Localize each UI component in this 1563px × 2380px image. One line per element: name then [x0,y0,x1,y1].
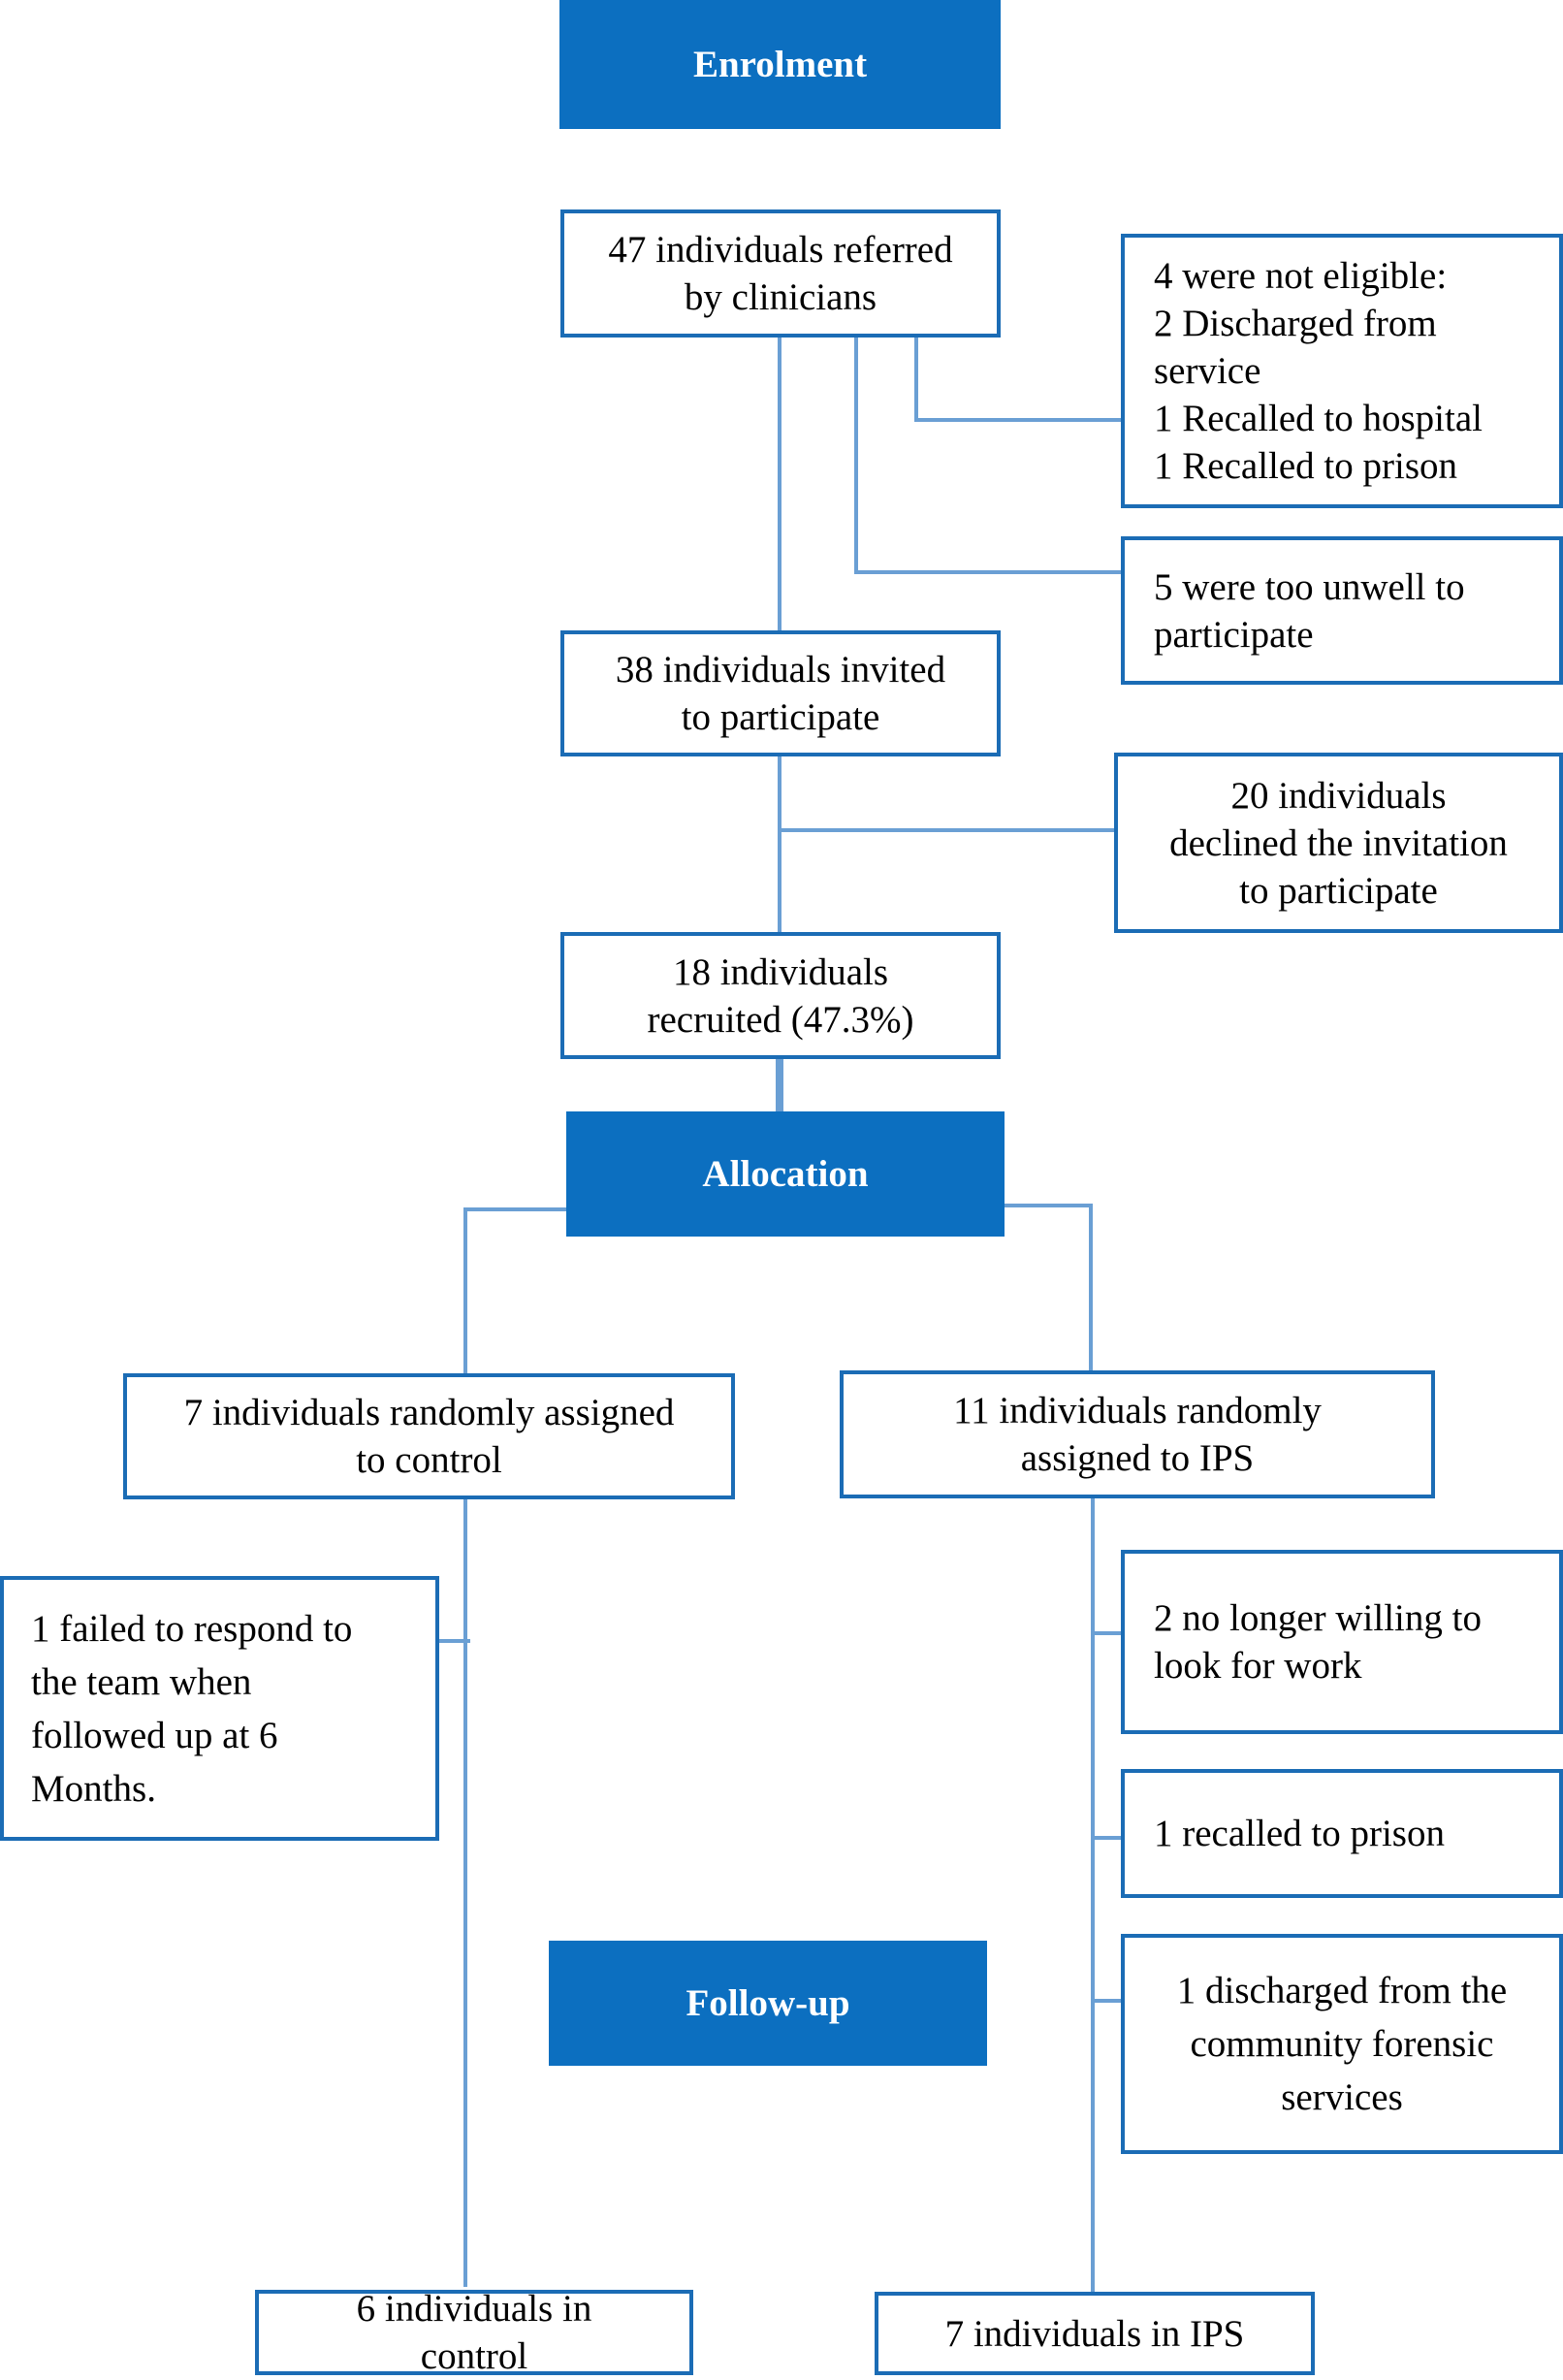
followup-header: Follow-up [549,1941,987,2066]
not-eligible-line-5: 1 Recalled to prison [1154,445,1458,487]
no-longer-willing-line-2: look for work [1154,1645,1362,1687]
failed-respond-line-1: 1 failed to respond to [31,1607,353,1650]
control-assigned-line-2: to control [356,1439,502,1481]
too-unwell-line-1: 5 were too unwell to [1154,565,1465,608]
recruited-line-2: recruited (47.3%) [647,998,914,1041]
failed-respond-box: 1 failed to respond to the team when fol… [0,1576,439,1841]
discharged-box: 1 discharged from the community forensic… [1121,1934,1563,2154]
recalled-prison-box: 1 recalled to prison [1121,1769,1563,1898]
control-assigned-line-1: 7 individuals randomly assigned [183,1392,675,1433]
failed-respond-line-3: followed up at 6 [31,1714,278,1756]
no-longer-willing-line-1: 2 no longer willing to [1154,1597,1482,1639]
failed-respond-line-2: the team when [31,1660,252,1703]
connector-too-unwell [854,335,1124,574]
recruited-box: 18 individuals recruited (47.3%) [560,932,1001,1059]
connector-allocation-ips [1005,1204,1093,1372]
referred-box: 47 individuals referred by clinicians [560,209,1001,338]
failed-respond-line-4: Months. [31,1767,156,1810]
connector-allocation-control [463,1207,566,1375]
control-assigned-box: 7 individuals randomly assigned to contr… [123,1373,735,1499]
discharged-line-1: 1 discharged from the [1176,1970,1508,2011]
ips-assigned-line-1: 11 individuals randomly [953,1390,1322,1431]
not-eligible-line-3: service [1154,350,1261,392]
not-eligible-line-2: 2 Discharged from [1154,303,1437,344]
ips-final-box: 7 individuals in IPS [875,2292,1315,2375]
connector-not-eligible [914,335,1124,422]
ips-final-line-1: 7 individuals in IPS [944,2312,1245,2355]
no-longer-willing-box: 2 no longer willing to look for work [1121,1550,1563,1734]
discharged-line-2: community forensic [1190,2023,1494,2065]
not-eligible-line-4: 1 Recalled to hospital [1154,398,1483,439]
control-final-box: 6 individuals in control [255,2288,693,2377]
too-unwell-box: 5 were too unwell to participate [1121,536,1563,685]
referred-line-2: by clinicians [684,276,877,318]
declined-line-3: to participate [1239,869,1438,912]
not-eligible-box: 4 were not eligible: 2 Discharged from s… [1121,234,1563,508]
declined-line-2: declined the invitation [1169,821,1508,864]
discharged-line-3: services [1281,2076,1403,2118]
ips-assigned-line-2: assigned to IPS [1020,1437,1255,1479]
declined-line-1: 20 individuals [1230,774,1447,817]
recruited-line-1: 18 individuals [672,950,889,993]
declined-box: 20 individuals declined the invitation t… [1114,753,1563,933]
enrolment-header: Enrolment [559,0,1001,129]
control-final-line-2: control [420,2335,528,2377]
too-unwell-line-2: participate [1154,613,1314,656]
invited-box: 38 individuals invited to participate [560,630,1001,756]
allocation-header: Allocation [566,1111,1005,1237]
not-eligible-line-1: 4 were not eligible: [1154,255,1448,297]
referred-line-1: 47 individuals referred [608,229,953,271]
invited-line-1: 38 individuals invited [615,649,946,691]
control-final-line-1: 6 individuals in [356,2288,592,2330]
ips-assigned-box: 11 individuals randomly assigned to IPS [840,1370,1435,1498]
recalled-prison-line-1: 1 recalled to prison [1154,1813,1445,1854]
invited-line-2: to participate [681,696,880,738]
